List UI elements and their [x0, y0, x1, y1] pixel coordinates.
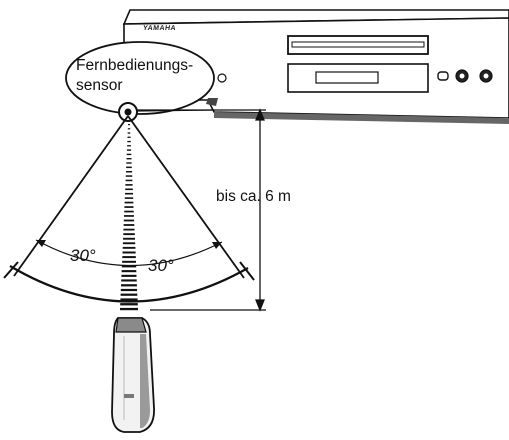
beam-dash: [125, 179, 133, 182]
distance-label: bis ca. 6 m: [216, 188, 291, 205]
beam-dash: [126, 153, 132, 156]
sensor-label: Fernbedienungs- sensor: [76, 56, 206, 96]
dvd-player: [122, 9, 509, 124]
display-window: [315, 71, 379, 84]
player-top-surface: [122, 9, 509, 25]
beam-dash: [125, 192, 133, 195]
beam-dash: [125, 188, 133, 191]
beam-dash: [123, 228, 135, 231]
disc-tray: [287, 35, 429, 55]
beam-dash: [127, 136, 131, 138]
beam-dash: [122, 256, 136, 259]
beam-dash: [121, 279, 137, 282]
beam-dash: [126, 158, 132, 160]
remote-control: [111, 317, 155, 433]
beam-dash: [121, 274, 137, 277]
angle-right-label: 30°: [148, 256, 174, 275]
angle-arc: [35, 239, 223, 267]
beam-dash: [124, 201, 134, 204]
brand-logo: YAMAHA: [142, 25, 177, 32]
beam-dash: [123, 233, 135, 236]
beam-dash: [121, 284, 137, 287]
sensor-label-line2: sensor: [76, 77, 123, 94]
beam-dash: [126, 149, 132, 151]
cone-left-edge: [13, 115, 129, 277]
reception-cone: [3, 115, 255, 303]
beam-dash: [128, 124, 130, 126]
center-beam: [120, 124, 138, 311]
remote-logo: [124, 394, 134, 398]
beam-dash: [124, 197, 134, 199]
beam-dash: [127, 140, 131, 143]
beam-dash: [127, 132, 131, 134]
beam-dash: [122, 260, 136, 263]
angle-left-label: 30°: [70, 246, 96, 265]
power-button: [437, 71, 449, 81]
beam-dash: [124, 215, 134, 217]
player-sensor-window: [217, 73, 227, 83]
beam-dash: [122, 242, 136, 245]
remote-top-face: [115, 317, 147, 333]
distance-dimension: [136, 108, 266, 312]
beam-dash: [127, 128, 131, 130]
beam-dash: [120, 288, 138, 292]
beam-dash: [122, 251, 136, 254]
beam-dash: [124, 206, 134, 208]
beam-dash: [121, 270, 137, 273]
beam-dash: [121, 265, 137, 268]
remote-side-shadow: [140, 334, 150, 428]
beam-dash: [123, 237, 135, 240]
range-arc: [9, 265, 249, 303]
player-bottom-edge: [214, 112, 509, 124]
beam-dash: [125, 184, 133, 186]
beam-dash: [123, 219, 135, 222]
sensor-label-line1: Fernbedienungs-: [76, 57, 194, 74]
beam-dash: [125, 175, 133, 177]
beam-dash: [127, 145, 131, 147]
beam-dash: [126, 166, 132, 169]
callout-bubble: [65, 41, 215, 115]
beam-dash: [120, 307, 138, 311]
beam-dash: [120, 298, 138, 301]
beam-dash: [122, 246, 136, 249]
beam-dash: [123, 224, 135, 226]
beam-dash: [126, 162, 132, 164]
beam-dash: [126, 171, 133, 173]
beam-dash: [124, 210, 134, 213]
cone-right-edge: [127, 115, 245, 279]
beam-dash: [120, 303, 138, 306]
beam-dash: [120, 293, 138, 296]
